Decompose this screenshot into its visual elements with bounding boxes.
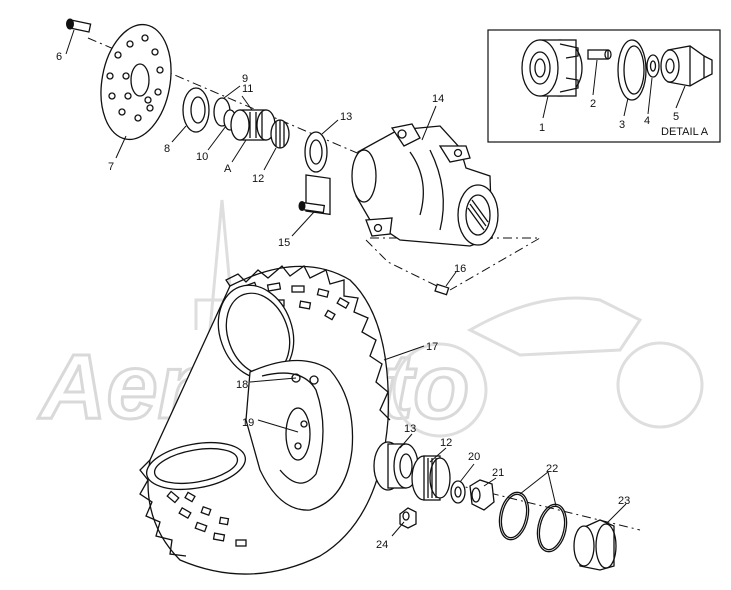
callout-21: 21 bbox=[492, 467, 504, 479]
part-15-bolt bbox=[298, 201, 326, 214]
detail-a-title: DETAIL A bbox=[661, 126, 709, 138]
part-13-race-upper bbox=[304, 131, 331, 216]
callout-18: 18 bbox=[236, 379, 248, 391]
callout-12-upper: 12 bbox=[252, 173, 264, 185]
callout-11: 11 bbox=[242, 83, 253, 95]
detail-part-2 bbox=[587, 49, 612, 60]
callout-15: 15 bbox=[278, 237, 290, 249]
detail-part-4 bbox=[646, 54, 660, 78]
callout-12-lower: 12 bbox=[440, 437, 452, 449]
part-11-hub-drive bbox=[230, 109, 276, 141]
part-7-brake-disc bbox=[100, 23, 172, 141]
callout-24: 24 bbox=[376, 539, 388, 551]
callout-10: 10 bbox=[196, 151, 208, 163]
part-13-race-lower bbox=[373, 441, 419, 491]
callout-7: 7 bbox=[108, 161, 114, 173]
callout-8: 8 bbox=[164, 143, 170, 155]
callout-22: 22 bbox=[546, 463, 558, 475]
part-8-seal bbox=[182, 87, 210, 133]
callout-3: 3 bbox=[619, 119, 625, 131]
callout-13-upper: 13 bbox=[340, 111, 352, 123]
callout-6: 6 bbox=[56, 51, 62, 63]
callout-2: 2 bbox=[590, 98, 596, 110]
part-21-castle-nut bbox=[469, 479, 495, 511]
part-14-wheel-hub bbox=[351, 123, 499, 247]
part-12-bearing-upper bbox=[270, 119, 290, 149]
callout-23: 23 bbox=[618, 495, 630, 507]
callout-labels: 6 7 8 9 10 11 A 12 13 14 15 16 17 18 19 … bbox=[56, 51, 630, 551]
callout-a: A bbox=[224, 163, 232, 175]
callout-17: 17 bbox=[426, 341, 438, 353]
part-22-o-rings bbox=[498, 491, 568, 553]
callout-20: 20 bbox=[468, 451, 480, 463]
leader-lines bbox=[65, 29, 627, 537]
detail-a-box: 1 2 3 4 5 DETAIL A bbox=[487, 29, 721, 143]
detail-part-3 bbox=[617, 39, 647, 101]
callout-5: 5 bbox=[673, 111, 679, 123]
callout-16: 16 bbox=[454, 263, 466, 275]
part-19-rim bbox=[245, 359, 354, 511]
callout-4: 4 bbox=[644, 115, 650, 127]
detail-part-5 bbox=[660, 45, 713, 87]
callout-19: 19 bbox=[242, 417, 254, 429]
callout-9: 9 bbox=[242, 73, 248, 85]
callout-14: 14 bbox=[432, 93, 444, 105]
part-23-hub-cap bbox=[573, 519, 617, 571]
part-12-bearing-lower bbox=[411, 455, 451, 501]
callout-13-lower: 13 bbox=[404, 423, 416, 435]
part-16-stud bbox=[434, 283, 450, 296]
part-6-bolt bbox=[66, 18, 92, 33]
callout-1: 1 bbox=[539, 122, 545, 134]
detail-part-1 bbox=[521, 39, 583, 97]
part-20-washer bbox=[450, 480, 466, 504]
part-24-nut bbox=[399, 507, 417, 529]
